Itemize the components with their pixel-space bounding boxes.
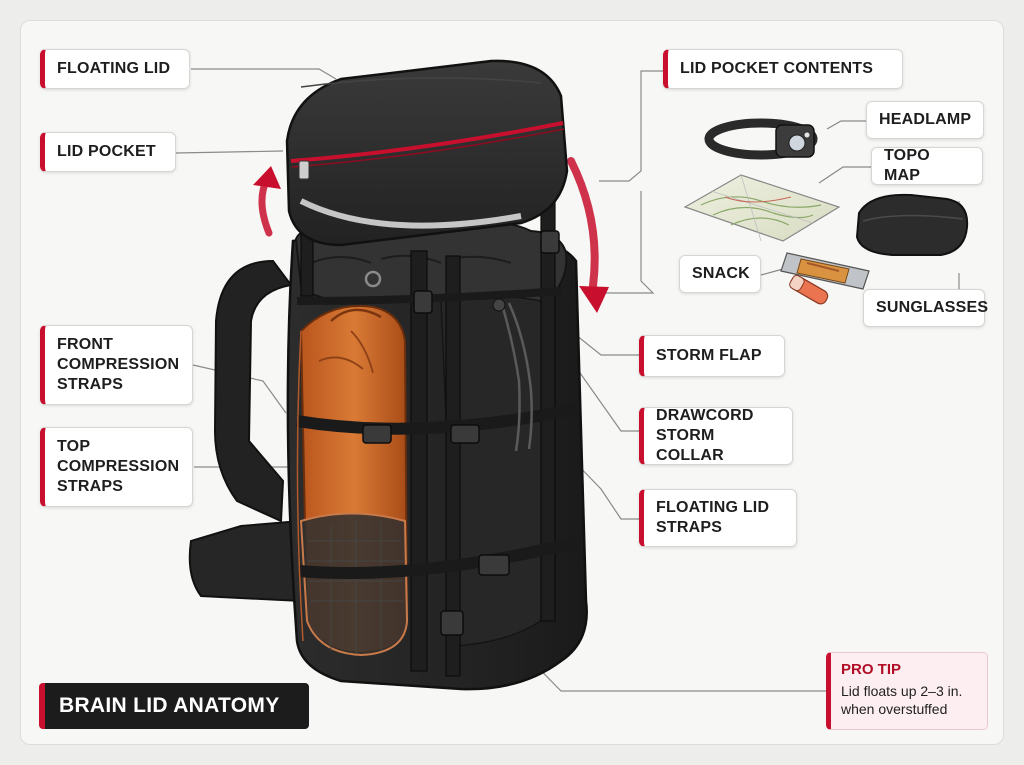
pro-tip-line-1: Lid floats up 2–3 in. [841,683,963,699]
lid-pocket-contents-text: LID POCKET CONTENTS [680,60,874,77]
front-compression-straps-label: FRONT COMPRESSION STRAPS [40,325,193,405]
floating-lid-straps-label: FLOATING LID STRAPS [639,489,797,547]
diagram-title: BRAIN LID ANATOMY [39,683,309,729]
top-compression-line-2: COMPRESSION [57,458,180,475]
topo-map-icon [683,174,841,242]
headlamp-label: HEADLAMP [866,101,984,139]
floating-lid-straps-line-2: STRAPS [656,519,723,536]
topo-map-label: TOPO MAP [871,147,983,185]
top-compression-straps-label: TOP COMPRESSION STRAPS [40,427,193,507]
sunglasses-case-icon [855,193,969,256]
front-compression-line-3: STRAPS [57,376,124,393]
sunglasses-label: SUNGLASSES [863,289,989,327]
diagram-title-text: BRAIN LID ANATOMY [59,694,280,717]
headlamp-text: HEADLAMP [879,111,972,128]
storm-flap-text: STORM FLAP [656,347,762,364]
lid-pocket-text: LID POCKET [57,143,156,160]
top-compression-line-3: STRAPS [57,478,124,495]
drawcord-line-2: STORM COLLAR [656,427,724,464]
snack-text: SNACK [692,265,750,282]
floating-lid-label: FLOATING LID [40,49,190,89]
front-compression-line-1: FRONT [57,336,114,353]
lid-pocket-contents-label: LID POCKET CONTENTS [663,49,903,89]
top-compression-line-1: TOP [57,438,91,455]
sunglasses-text: SUNGLASSES [876,299,989,316]
pro-tip-line-2: when overstuffed [841,701,948,717]
diagram-frame: FLOATING LID LID POCKET FRONT COMPRESSIO… [20,20,1004,745]
headlamp-icon [704,118,818,160]
front-compression-line-2: COMPRESSION [57,356,180,373]
snack-label: SNACK [679,255,761,293]
floating-lid-straps-line-1: FLOATING LID [656,499,770,516]
lid-pocket-label: LID POCKET [40,132,176,172]
floating-lid [285,59,569,247]
harness [188,259,302,603]
floating-lid-text: FLOATING LID [57,60,171,77]
storm-flap-label: STORM FLAP [639,335,785,377]
pro-tip-body: Lid floats up 2–3 in. when overstuffed [841,682,977,718]
lip-balm-icon [789,274,829,305]
lower-arrow-icon [567,157,599,290]
drawcord-storm-collar-label: DRAWCORD STORM COLLAR [639,407,793,465]
backpack-illustration [286,200,588,691]
pro-tip-box: PRO TIP Lid floats up 2–3 in. when overs… [826,652,988,730]
topo-map-text: TOPO MAP [884,147,930,184]
diagram-artwork [175,59,969,692]
snack-bar-icon [780,252,870,290]
pro-tip-heading: PRO TIP [841,661,902,678]
drawcord-line-1: DRAWCORD [656,407,754,424]
